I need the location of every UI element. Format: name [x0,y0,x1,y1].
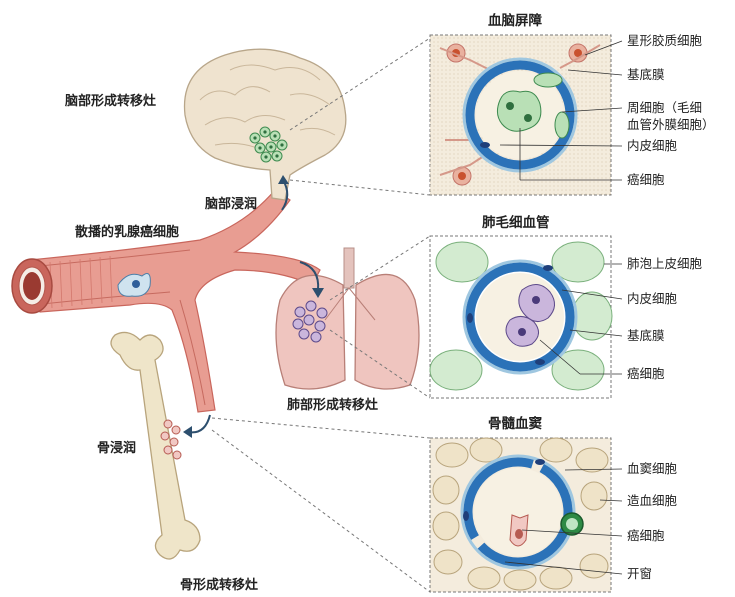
bbb-label-basement-membrane: 基底膜 [627,67,665,83]
lung-label-basement-membrane: 基底膜 [627,328,665,344]
bone-label-fenestration: 开窗 [627,566,652,582]
bbb-label-cancer: 癌细胞 [627,172,665,188]
bbb-label-astrocyte: 星形胶质细胞 [627,33,702,49]
brain-metastasis-label: 脑部形成转移灶 [65,94,156,110]
lung-label-endothelial: 内皮细胞 [627,291,677,307]
bbb-label-pericyte-1: 周细胞（毛细 [627,100,702,116]
bone-infiltration-label: 骨浸润 [97,441,136,457]
bbb-panel [430,35,611,195]
lung-metastasis-label: 肺部形成转移灶 [287,398,378,414]
artery [12,190,320,412]
brain-illustration [185,49,346,200]
lung-label-alveolar: 肺泡上皮细胞 [627,256,702,272]
brain-infiltration-label: 脑部浸润 [205,197,257,213]
bbb-title: 血脑屏障 [488,13,542,29]
bone-panel [430,438,611,592]
bbb-label-pericyte-2: 血管外膜细胞） [627,117,715,133]
disseminated-cells-label: 散播的乳腺癌细胞 [75,225,179,241]
lung-label-cancer: 癌细胞 [627,366,665,382]
bone-label-hematopoietic: 造血细胞 [627,493,677,509]
bone-panel-title: 骨髓血窦 [488,416,542,432]
arrow-head-icon [183,426,192,438]
bone-metastasis-label: 骨形成转移灶 [180,578,258,594]
bbb-label-endothelial: 内皮细胞 [627,138,677,154]
bone-label-sinusoid: 血窦细胞 [627,461,677,477]
lung-panel-title: 肺毛细血管 [482,215,550,231]
bone-label-cancer: 癌细胞 [627,528,665,544]
